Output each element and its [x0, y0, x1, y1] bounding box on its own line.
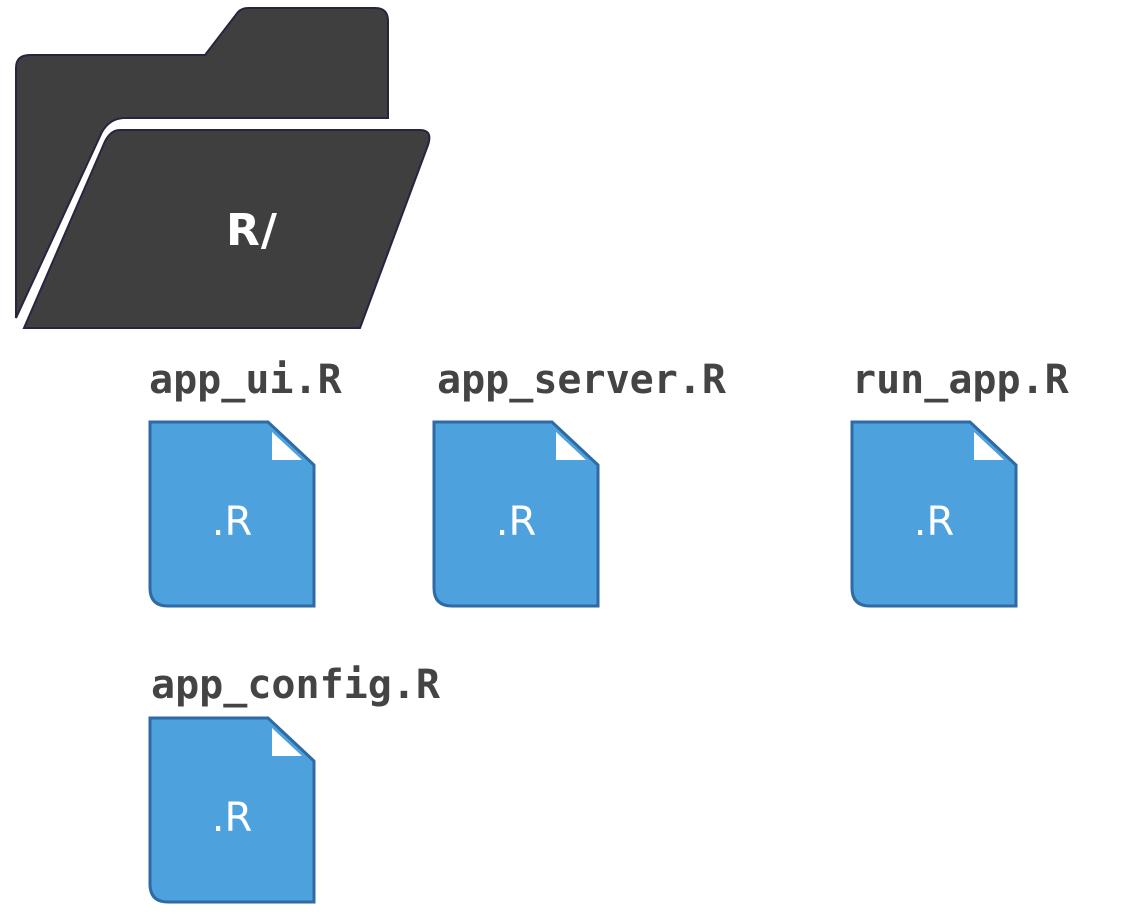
file-name-app-config[interactable]: app_config.R — [151, 662, 440, 708]
file-name-app-ui[interactable]: app_ui.R — [149, 357, 342, 403]
file-name-run-app[interactable]: run_app.R — [852, 357, 1069, 403]
file-name-app-server[interactable]: app_server.R — [437, 357, 726, 403]
file-run-app[interactable]: .R — [850, 420, 1018, 610]
file-ext-label: .R — [913, 499, 955, 545]
r-file-icon — [148, 420, 316, 608]
file-app-server[interactable]: .R — [432, 420, 600, 610]
file-ext-label: .R — [495, 499, 537, 545]
file-app-ui[interactable]: .R — [148, 420, 316, 610]
folder-r[interactable]: R/ — [0, 0, 440, 335]
r-file-icon — [148, 716, 316, 904]
r-file-icon — [850, 420, 1018, 608]
folder-open-icon — [15, 7, 431, 329]
r-file-icon — [432, 420, 600, 608]
folder-label: R/ — [226, 205, 278, 256]
file-app-config[interactable]: .R — [148, 716, 316, 906]
file-ext-label: .R — [211, 499, 253, 545]
file-ext-label: .R — [211, 795, 253, 841]
